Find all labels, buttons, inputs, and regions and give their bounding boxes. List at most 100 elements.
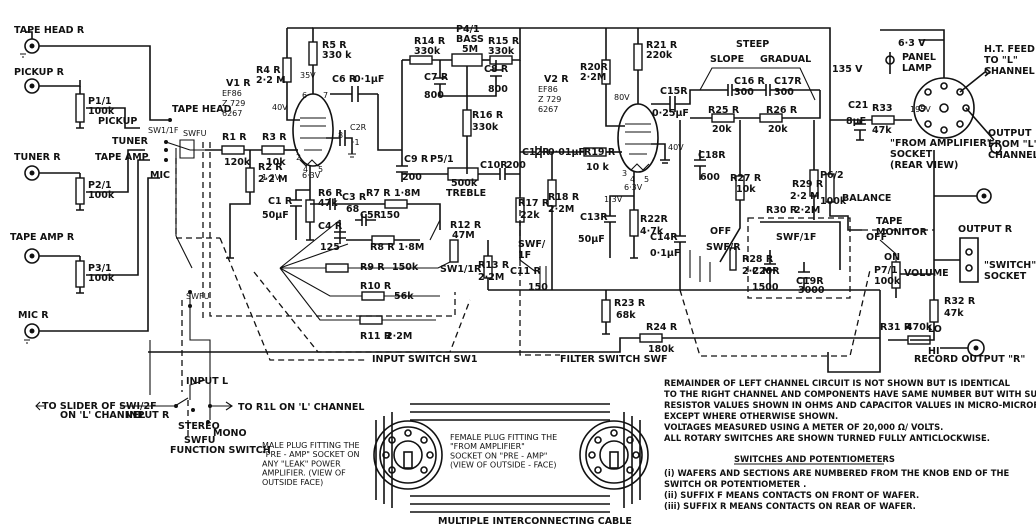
c10-value: 200 (506, 160, 526, 171)
r29-value: 2·2 M (790, 191, 820, 202)
r21-value: 220k (646, 50, 673, 61)
svg-text:5: 5 (318, 165, 323, 174)
swfu-label-1: SWFU (183, 129, 207, 138)
c6-value: 0·1μF (354, 74, 384, 85)
p4-ref: P4/1 (456, 24, 480, 35)
c16-ref: C16 R (734, 76, 765, 87)
swfu-label-2: SWFU (186, 292, 210, 301)
v2-screen-v: 40V (668, 143, 684, 152)
c3-value: 68 (346, 204, 360, 215)
r1-value: 120k (224, 157, 251, 168)
swf-1f-label-2: SWF/1F (776, 232, 816, 243)
from-amp-socket-label: "FROM AMPLIFIER"SOCKET(REAR VIEW) (890, 138, 992, 171)
r10-ref: R10 R (360, 281, 392, 292)
r29-ref: R29 R (792, 179, 824, 190)
c14-value: 0·1μF (650, 248, 680, 259)
c18-value: 600 (700, 172, 720, 183)
input-l-label: INPUT L (186, 376, 228, 387)
r22-ref: R22R (640, 214, 669, 225)
r15-ref: R15 R (488, 36, 520, 47)
sw-mic-label: MIC (150, 170, 170, 181)
tone-controls: R14 R 330k P4/1 BASS 5M R15 R 330k C7 R … (396, 24, 526, 199)
swfu-fn-label: SWFU (184, 435, 216, 446)
r8-ref: R8 R (370, 242, 395, 253)
c9-value: 200 (402, 172, 422, 183)
c11-value: 150 (528, 282, 548, 293)
r5-ref: R5 R (322, 40, 347, 51)
r11-value: 2·2M (386, 331, 412, 342)
male-plug-label: MALE PLUG FITTING THE"PRE - AMP" SOCKET … (262, 441, 360, 487)
c15-ref: C15R (660, 86, 688, 97)
c12-value: 0·01μF (548, 147, 585, 158)
hi-label: HI (928, 346, 940, 357)
power-section: 135 V C21 8μF R33 47k 195V "FROM AMPLIFI… (830, 29, 1036, 171)
r28-value: 2·2 M (742, 266, 772, 277)
r26-ref: R26 R (766, 105, 798, 116)
tape-head-label: TAPE HEAD R (14, 25, 85, 36)
c20-ref: C20R (752, 266, 780, 277)
r27-ref: R27 R (730, 173, 762, 184)
sw1-1f-label: SW1/1F (148, 126, 179, 135)
function-switch: INPUT L INPUT R STEREO MONO SWFU FUNCTIO… (35, 340, 364, 456)
feedback-network: C3 R 68 R7 R 1·8M C4 R 125 C5R 150 R8 R … (279, 188, 441, 269)
male-plug (373, 420, 443, 490)
multiple-cable-label: MULTIPLE INTERCONNECTING CABLE (438, 516, 632, 527)
c20-value: 1500 (752, 282, 779, 293)
filter-switch-label: FILTER SWITCH SWF (560, 354, 667, 365)
gradual-label: GRADUAL (760, 54, 811, 65)
input-switch-sw1: PICKUP TUNER TAPE AMP TAPE HEAD MIC SW1/… (95, 104, 456, 318)
c7-value: 800 (424, 90, 444, 101)
p1-ref: P1/1 (88, 96, 112, 107)
note-item-2: (ii) SUFFIX F MEANS CONTACTS ON FRONT OF… (664, 490, 919, 500)
c4-ref: C4 R (318, 221, 343, 232)
r12-ref: R12 R (450, 220, 482, 231)
tape-amp-jack: TAPE AMP R P3/1 100k (10, 159, 150, 294)
pickup-jack: PICKUP R P1/1 100k (14, 67, 140, 129)
slope-label: SLOPE (710, 54, 744, 65)
v2-alt1: Z 729 (538, 95, 561, 104)
r26-value: 20k (768, 124, 788, 135)
svg-text:7: 7 (323, 91, 328, 100)
r24-value: 180k (648, 344, 675, 355)
c9-ref: C9 R (404, 154, 429, 165)
r32-ref: R32 R (944, 296, 976, 307)
r19-ref: R19 R (584, 147, 616, 158)
c11-ref: C11 R (510, 266, 541, 277)
input-r-label: INPUT R (126, 410, 170, 421)
svg-text:5: 5 (644, 175, 649, 184)
output-r-label: OUTPUT R (958, 224, 1013, 235)
c2-ref: C2R (350, 123, 367, 132)
v2-stage: C12R 0·01μF R19 R 10 k R18 R 2·2M V2 R E… (520, 27, 831, 290)
c3-ref: C3 R (342, 192, 367, 203)
c21-ref: C21 (848, 100, 868, 111)
r2-value: 2·2 M (258, 174, 288, 185)
r31-ref: R31 R (880, 322, 912, 333)
c16-value: 300 (734, 87, 754, 98)
c21-value: 8μF (846, 116, 866, 127)
c17-ref: C17R (774, 76, 802, 87)
p4-value: 5M (462, 44, 478, 55)
balance-label: BALANCE (842, 193, 891, 204)
c5-ref: C5R (360, 210, 382, 221)
r17-ref: R17 R (518, 198, 550, 209)
r19-value: 10 k (586, 162, 610, 173)
r20-value: 2·2M (580, 72, 606, 83)
mono-label: MONO (213, 428, 247, 439)
sw-pickup-label: PICKUP (98, 116, 137, 127)
tape-amp-label: TAPE AMP R (10, 232, 75, 243)
r5-value: 330 k (322, 50, 352, 61)
v2-alt2: 6267 (538, 105, 558, 114)
p7-ref: P7/1 (874, 265, 898, 276)
r23-ref: R23 R (614, 298, 646, 309)
v1-cathode-v: 1·2V (262, 173, 281, 182)
function-switch-label: FUNCTION SWITCH (170, 445, 271, 456)
r16-value: 330k (472, 122, 499, 133)
r27-value: 10k (736, 184, 756, 195)
r20-ref: R20R (580, 62, 609, 73)
v2-type: EF86 (538, 85, 558, 94)
output-r-section: OUTPUT R "SWITCH"SOCKET (934, 188, 1036, 283)
v1-type: EF86 (222, 89, 242, 98)
r3-value: 10k (266, 157, 286, 168)
